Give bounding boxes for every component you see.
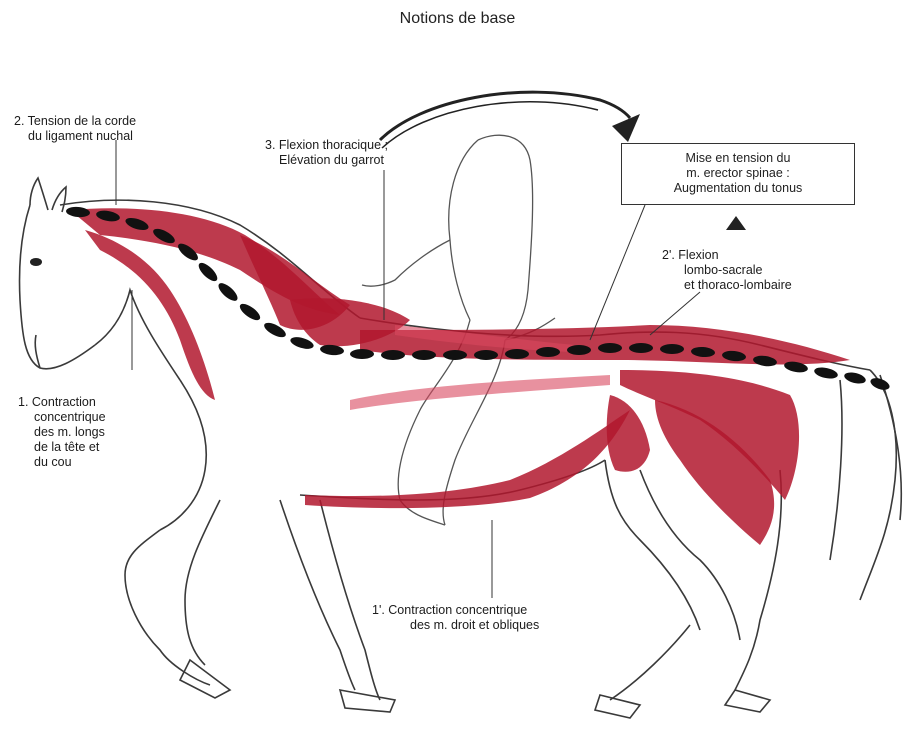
- label-nuchal-tension: 2. Tension de la corde du ligament nucha…: [14, 114, 136, 144]
- horse-eye: [30, 258, 42, 266]
- label-head-neck-contraction: 1. Contraction concentrique des m. longs…: [18, 395, 106, 470]
- up-arrow-icon: [726, 216, 746, 230]
- label-abdominal-contraction: 1'. Contraction concentrique des m. droi…: [372, 603, 539, 633]
- arrow-head-icon: [612, 114, 640, 142]
- label-thoracic-flexion: 3. Flexion thoracique ; Elévation du gar…: [265, 138, 388, 168]
- diagram-title: Notions de base: [0, 10, 915, 28]
- label-lumbosacral-flexion: 2'. Flexion lombo-sacrale et thoraco-lom…: [662, 248, 792, 293]
- thoracic-band: [350, 375, 610, 410]
- abdominal-muscle: [305, 410, 630, 508]
- curved-arrow-icon: [380, 92, 630, 148]
- box-erector-spinae: Mise en tension du m. erector spinae : A…: [621, 143, 855, 205]
